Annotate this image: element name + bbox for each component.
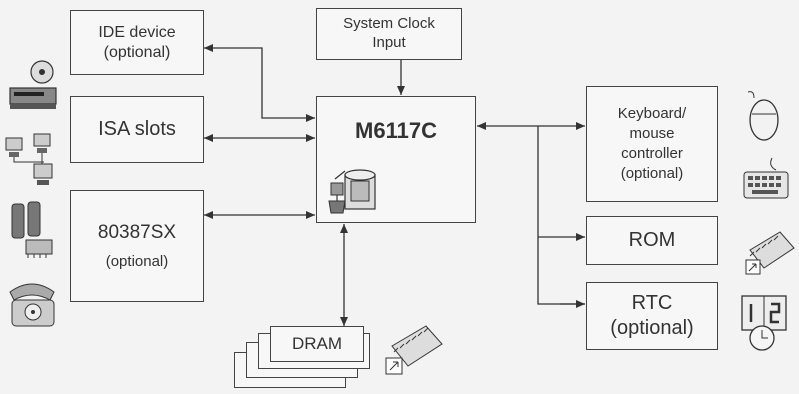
system-clock-box: System Clock Input — [316, 8, 462, 60]
clock-label-line1: System Clock — [343, 15, 435, 34]
dram-label: DRAM — [292, 333, 342, 354]
ide-device-box: IDE device (optional) — [70, 10, 204, 75]
kbc-label-line2: mouse — [629, 124, 674, 144]
ide-optional-label: (optional) — [104, 43, 171, 63]
rom-box: ROM — [586, 216, 718, 265]
rom-bus — [538, 126, 585, 304]
fpu-optional-label: (optional) — [106, 253, 169, 272]
ide-arrow — [204, 48, 315, 118]
telephone-icon — [4, 272, 62, 332]
memory-chip-icon — [740, 226, 796, 278]
rtc-optional-label: (optional) — [610, 316, 693, 341]
rtc-box: RTC (optional) — [586, 282, 718, 350]
mouse-icon — [740, 88, 784, 144]
kbc-label-line3: controller — [621, 144, 683, 164]
disk-drive-icon — [6, 58, 62, 114]
cpu-chips-icon — [8, 198, 60, 260]
network-computers-icon — [4, 130, 60, 188]
clock-label-line2: Input — [372, 34, 405, 53]
isa-slots-box: ISA slots — [70, 96, 204, 163]
keyboard-mouse-controller-box: Keyboard/ mouse controller (optional) — [586, 86, 718, 202]
processor-icon — [327, 161, 387, 219]
fpu-label: 80387SX — [98, 221, 176, 245]
kbc-label-line1: Keyboard/ — [618, 104, 686, 124]
fpu-80387sx-box: 80387SX (optional) — [70, 190, 204, 302]
dram-chip-icon — [382, 320, 446, 378]
rtc-label: RTC — [632, 291, 673, 316]
ide-label: IDE device — [98, 23, 175, 43]
m6117c-chip-box: M6117C — [316, 96, 476, 223]
isa-label: ISA slots — [98, 117, 176, 142]
keyboard-icon — [740, 156, 792, 204]
chip-title: M6117C — [355, 117, 437, 145]
calendar-clock-icon — [738, 292, 792, 354]
kbc-label-line4: (optional) — [621, 164, 684, 184]
rom-label: ROM — [629, 228, 676, 253]
dram-module-front: DRAM — [270, 326, 364, 362]
